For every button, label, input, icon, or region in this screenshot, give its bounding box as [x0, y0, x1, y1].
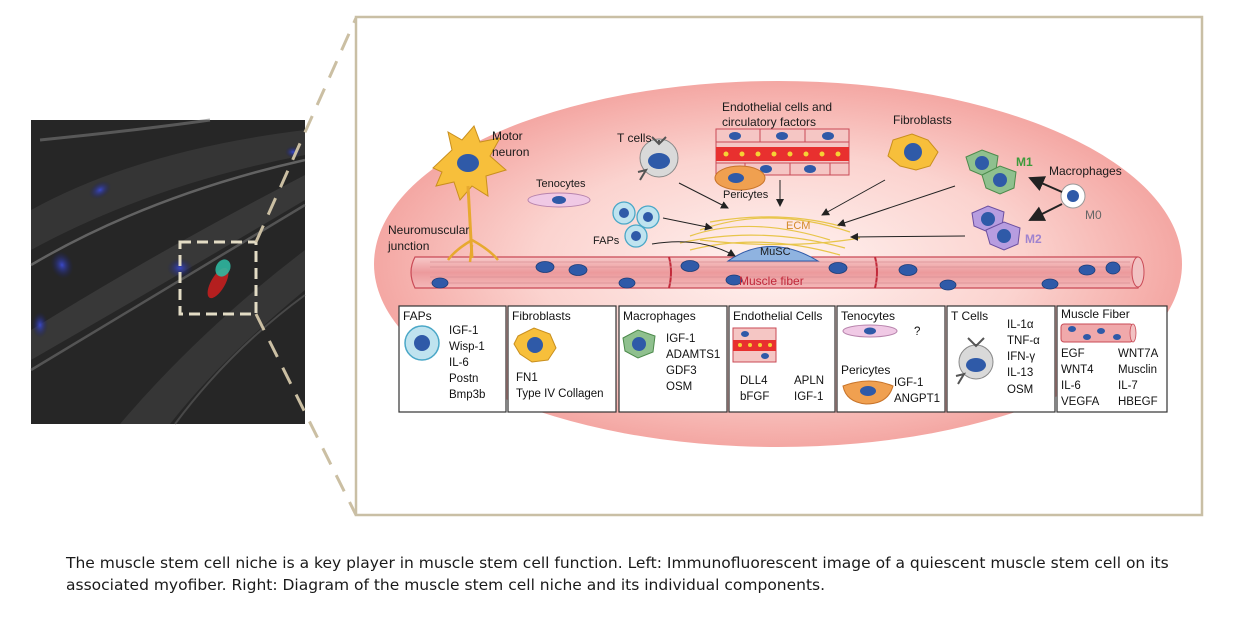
pericytes-factor: ANGPT1 [894, 393, 940, 405]
m2-label: M2 [1025, 232, 1042, 246]
macrophages-factor: GDF3 [666, 365, 697, 377]
fibroblasts-factor: FN1 [516, 372, 538, 384]
tcells-factor: TNF-α [1007, 335, 1040, 347]
t-cell: T cells [617, 131, 679, 181]
endothelial-label-2: circulatory factors [722, 115, 816, 129]
faps-cells: FAPs [593, 201, 660, 248]
motor-neuron: Motor neuron [432, 125, 529, 263]
fibroblasts-label: Fibroblasts [893, 113, 952, 127]
microscopy-image [30, 118, 306, 425]
faps-factor: IL-6 [449, 357, 469, 369]
fibroblast-cell: Fibroblasts [887, 113, 952, 171]
muscle-fiber-factor: WNT7A [1118, 348, 1159, 360]
endothelial-factor: bFGF [740, 391, 769, 403]
faps-factor: Wisp-1 [449, 341, 485, 353]
tcells-factor: IFN-γ [1007, 351, 1035, 363]
table-header-muscle-fiber: Muscle Fiber [1061, 307, 1130, 321]
macrophages-label: Macrophages [1049, 164, 1122, 178]
ecm-fibers [679, 216, 861, 256]
macrophages-factor: IGF-1 [666, 333, 695, 345]
faps-factor: Bmp3b [449, 389, 485, 401]
muscle-fiber-factor: Musclin [1118, 364, 1157, 376]
table-header-pericytes: Pericytes [841, 363, 890, 377]
m0-label: M0 [1085, 208, 1102, 222]
faps-factor: Postn [449, 373, 478, 385]
muscle-fiber-factor: IL-7 [1118, 380, 1138, 392]
macrophages-factor: OSM [666, 381, 692, 393]
tenocyte-cell: Tenocytes [527, 178, 591, 208]
neuromuscular-label-2: junction [387, 239, 429, 253]
endothelial-factor: APLN [794, 375, 824, 387]
endothelial-vessel: Endothelial cells and circulatory factor… [714, 100, 850, 201]
nucleus-glow [32, 312, 48, 338]
faps-factor: IGF-1 [449, 325, 478, 337]
muscle-fiber-label: Muscle fiber [739, 274, 804, 288]
factor-table: FAPs IGF-1 Wisp-1 IL-6 Postn Bmp3b Fibro… [398, 305, 1168, 413]
nucleus-glow [50, 251, 74, 279]
tenocytes-label: Tenocytes [536, 178, 586, 190]
zoom-line-bottom [254, 313, 358, 516]
muscle-fiber: Muscle fiber [410, 256, 1145, 291]
nucleus-glow [167, 258, 193, 278]
pericytes-label: Pericytes [723, 189, 769, 201]
endothelial-factor: IGF-1 [794, 391, 823, 403]
table-header-fibroblasts: Fibroblasts [512, 309, 571, 323]
tcells-factor: IL-1α [1007, 319, 1034, 331]
signal-arrows [651, 179, 966, 257]
table-header-faps: FAPs [403, 309, 432, 323]
table-header-tenocytes: Tenocytes [841, 309, 895, 323]
motor-neuron-label-1: Motor [492, 129, 523, 143]
zoom-box [178, 240, 258, 316]
table-header-tcells: T Cells [951, 309, 988, 323]
neuromuscular-label-1: Neuromuscular [388, 223, 469, 237]
faps-label: FAPs [593, 235, 620, 247]
t-cells-label: T cells [617, 131, 651, 145]
zoom-line-top [254, 17, 358, 243]
muscle-fiber-factor: EGF [1061, 348, 1085, 360]
muscle-fiber-factor: WNT4 [1061, 364, 1094, 376]
tcells-factor: OSM [1007, 384, 1033, 396]
ecm-label: ECM [786, 220, 810, 232]
nucleus-glow [88, 180, 112, 200]
macrophages-factor: ADAMTS1 [666, 349, 720, 361]
muscle-fiber-factor: IL-6 [1061, 380, 1081, 392]
musc-label: MuSC [760, 246, 791, 258]
table-header-macrophages: Macrophages [623, 309, 696, 323]
endothelial-label-1: Endothelial cells and [722, 100, 832, 114]
muscle-fiber-factor: HBEGF [1118, 396, 1158, 408]
figure-caption: The muscle stem cell niche is a key play… [66, 554, 1169, 594]
macrophage-cells: M1 Macrophages M0 M2 [965, 149, 1122, 251]
motor-neuron-label-2: neuron [492, 145, 529, 159]
musc-cell: MuSC [726, 246, 820, 262]
tenocytes-unknown: ? [914, 326, 920, 338]
endothelial-factor: DLL4 [740, 375, 768, 387]
muscle-fiber-factor: VEGFA [1061, 396, 1100, 408]
pericytes-factor: IGF-1 [894, 377, 923, 389]
table-header-endothelial: Endothelial Cells [733, 309, 822, 323]
fibroblasts-factor: Type IV Collagen [516, 388, 604, 400]
tcells-factor: IL-13 [1007, 367, 1033, 379]
musc-nucleus [215, 259, 231, 277]
m1-label: M1 [1016, 155, 1033, 169]
